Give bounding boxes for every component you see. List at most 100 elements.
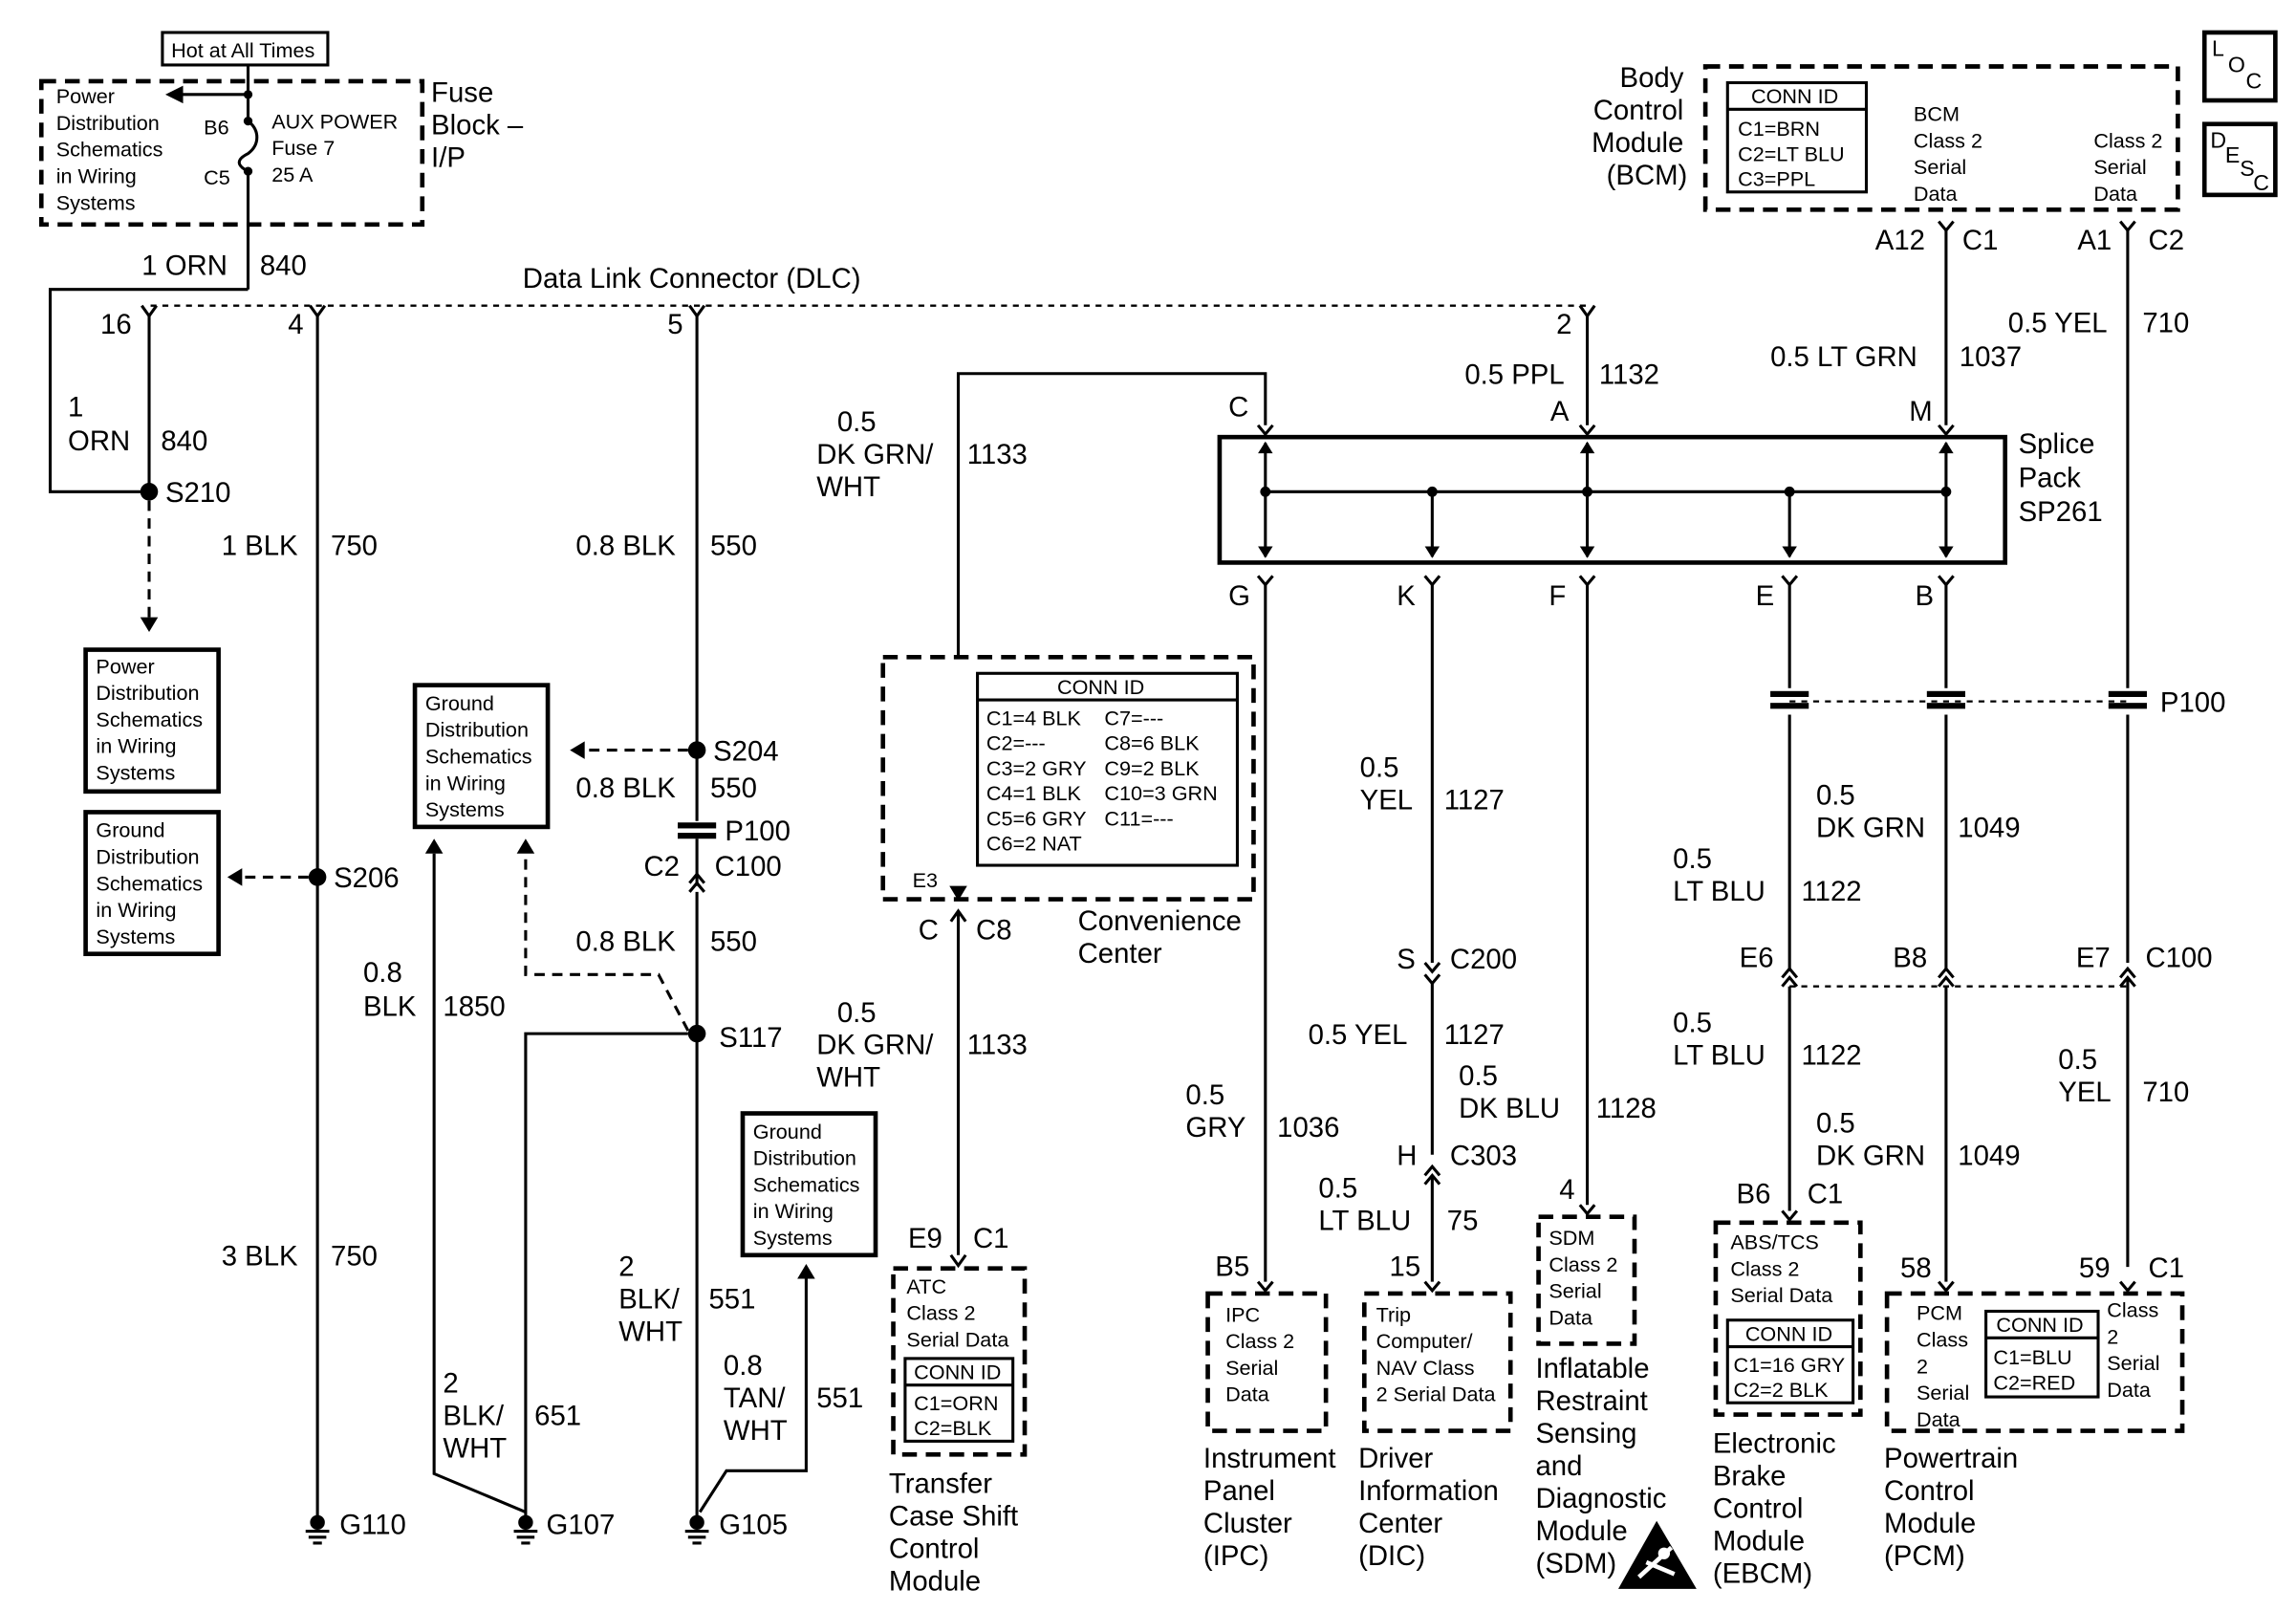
desc-icon: D E S C xyxy=(2201,121,2278,198)
svg-text:C2=LT BLU: C2=LT BLU xyxy=(1738,142,1845,165)
svg-text:Distribution: Distribution xyxy=(96,681,199,705)
svg-text:C8=6 BLK: C8=6 BLK xyxy=(1104,731,1200,755)
svg-text:25 A: 25 A xyxy=(271,163,314,186)
svg-text:Class 2: Class 2 xyxy=(2093,128,2162,152)
dic-module-box: Trip Computer/ NAV Class 2 Serial Data xyxy=(1361,1291,1513,1433)
svg-text:D: D xyxy=(2210,127,2226,152)
svg-text:0.5 YEL: 0.5 YEL xyxy=(1309,1019,1408,1051)
svg-text:2 Serial Data: 2 Serial Data xyxy=(1376,1382,1497,1406)
svg-text:58: 58 xyxy=(1900,1252,1932,1284)
svg-text:Serial: Serial xyxy=(2107,1351,2159,1375)
ground-distribution-ref-box-2: Ground Distribution Schematics in Wiring… xyxy=(412,683,551,830)
svg-text:Serial Data: Serial Data xyxy=(906,1328,1009,1352)
splice-s204: S204 xyxy=(713,735,779,767)
svg-text:E3: E3 xyxy=(913,868,938,892)
ebcm-module-box: ABS/TCS Class 2 Serial Data CONN ID C1=1… xyxy=(1713,1220,1863,1417)
svg-text:1037: 1037 xyxy=(1960,341,2022,373)
svg-text:0.5: 0.5 xyxy=(837,997,877,1029)
svg-text:2: 2 xyxy=(618,1251,634,1282)
svg-text:551: 551 xyxy=(708,1283,755,1315)
svg-text:E7: E7 xyxy=(2076,943,2111,974)
wire-1133-top xyxy=(956,372,1267,883)
svg-text:and: and xyxy=(1535,1450,1582,1482)
svg-text:Systems: Systems xyxy=(56,190,136,214)
svg-text:0.5: 0.5 xyxy=(1318,1173,1357,1205)
svg-text:A1: A1 xyxy=(2077,225,2112,256)
svg-text:(PCM): (PCM) xyxy=(1884,1540,1965,1572)
svg-text:H: H xyxy=(1397,1141,1417,1172)
svg-text:710: 710 xyxy=(2142,308,2189,339)
ground-g110-symbol xyxy=(305,1514,330,1545)
svg-text:651: 651 xyxy=(534,1400,581,1431)
circuit-840-top: 840 xyxy=(260,250,307,281)
svg-text:SDM: SDM xyxy=(1549,1226,1594,1250)
ground-distribution-ref-box-1: Ground Distribution Schematics in Wiring… xyxy=(83,810,221,957)
connector-p100-left-symbol xyxy=(678,822,717,839)
svg-text:Ground: Ground xyxy=(425,691,494,715)
svg-text:Class 2: Class 2 xyxy=(1225,1329,1294,1353)
svg-text:LT BLU: LT BLU xyxy=(1318,1206,1411,1237)
svg-text:C: C xyxy=(2253,170,2269,195)
svg-text:C: C xyxy=(919,914,939,946)
svg-text:CONN ID: CONN ID xyxy=(1996,1313,2083,1337)
svg-text:Data: Data xyxy=(1914,182,1959,206)
ground-g110: G110 xyxy=(339,1510,406,1541)
svg-text:C303: C303 xyxy=(1450,1141,1517,1172)
svg-text:(EBCM): (EBCM) xyxy=(1713,1558,1812,1590)
svg-text:GRY: GRY xyxy=(1185,1112,1245,1143)
svg-text:0.5 LT GRN: 0.5 LT GRN xyxy=(1770,341,1917,373)
svg-text:Serial Data: Serial Data xyxy=(1730,1283,1833,1307)
svg-text:0.8 BLK: 0.8 BLK xyxy=(575,773,676,804)
svg-text:C1=ORN: C1=ORN xyxy=(914,1391,998,1415)
svg-text:0.5: 0.5 xyxy=(1185,1079,1224,1111)
svg-text:BCM: BCM xyxy=(1914,102,1960,126)
svg-text:C4=1 BLK: C4=1 BLK xyxy=(986,781,1082,805)
svg-text:0.5: 0.5 xyxy=(1816,1108,1855,1140)
svg-text:K: K xyxy=(1397,580,1416,612)
bcm-label-2: Control xyxy=(1593,95,1684,126)
svg-text:Serial: Serial xyxy=(1549,1279,1601,1303)
svg-text:E: E xyxy=(2225,142,2240,167)
svg-text:1133: 1133 xyxy=(967,439,1028,470)
splice-pack-label-1: Splice xyxy=(2019,428,2095,460)
svg-text:PCM: PCM xyxy=(1917,1301,1962,1325)
svg-text:A: A xyxy=(1550,396,1570,427)
wire-651 xyxy=(524,1032,688,1518)
svg-text:B6: B6 xyxy=(204,116,228,140)
svg-text:1127: 1127 xyxy=(1444,784,1505,816)
svg-text:E6: E6 xyxy=(1740,943,1774,974)
svg-text:Class: Class xyxy=(2107,1298,2158,1322)
svg-text:C100: C100 xyxy=(2145,943,2212,974)
bcm-label-1: Body xyxy=(1620,62,1684,94)
svg-text:Serial: Serial xyxy=(2093,155,2146,179)
svg-text:C5=6 GRY: C5=6 GRY xyxy=(986,806,1087,830)
svg-text:C5: C5 xyxy=(204,165,230,189)
svg-text:WHT: WHT xyxy=(443,1432,507,1464)
svg-text:AUX POWER: AUX POWER xyxy=(271,109,398,133)
svg-text:C200: C200 xyxy=(1450,944,1517,975)
svg-text:M: M xyxy=(1909,396,1932,427)
svg-text:CONN ID: CONN ID xyxy=(914,1361,1001,1384)
svg-text:WHT: WHT xyxy=(618,1316,682,1347)
svg-text:C10=3 GRN: C10=3 GRN xyxy=(1104,781,1217,805)
s117-ref-line xyxy=(524,853,690,1032)
svg-text:Computer/: Computer/ xyxy=(1376,1329,1473,1353)
svg-text:Diagnostic: Diagnostic xyxy=(1535,1483,1666,1514)
atc-label-4: Module xyxy=(889,1565,981,1597)
atc-label-2: Case Shift xyxy=(889,1500,1018,1532)
svg-text:S: S xyxy=(2240,156,2254,181)
svg-text:C1: C1 xyxy=(1808,1179,1844,1210)
svg-text:C1=16 GRY: C1=16 GRY xyxy=(1733,1353,1845,1377)
svg-text:B6: B6 xyxy=(1737,1179,1771,1210)
svg-text:75: 75 xyxy=(1447,1206,1479,1237)
svg-text:59: 59 xyxy=(2079,1252,2111,1284)
svg-text:Trip: Trip xyxy=(1376,1302,1411,1326)
svg-text:2: 2 xyxy=(2107,1324,2118,1348)
svg-text:in Wiring: in Wiring xyxy=(753,1199,834,1223)
svg-text:C11=---: C11=--- xyxy=(1104,806,1173,830)
svg-text:LT BLU: LT BLU xyxy=(1673,876,1765,907)
svg-text:O: O xyxy=(2228,53,2245,77)
svg-text:C3=PPL: C3=PPL xyxy=(1738,167,1815,191)
svg-text:G: G xyxy=(1228,580,1250,612)
splice-s206: S206 xyxy=(334,862,400,894)
